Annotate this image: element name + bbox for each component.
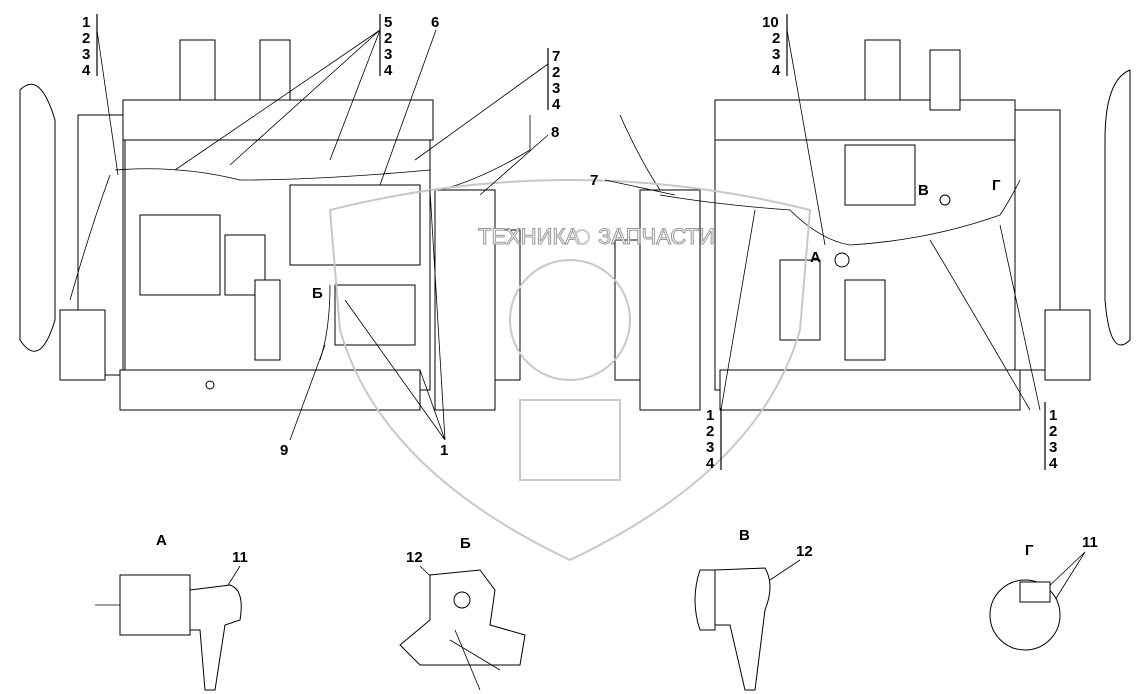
callout-label: 6 xyxy=(431,14,439,31)
gear-icon xyxy=(574,229,590,245)
callout-label: 2 xyxy=(82,30,90,47)
callout-label: 12 xyxy=(796,543,813,560)
detail-view-a: А 11 xyxy=(95,532,248,691)
callout-label: 1 xyxy=(706,407,714,424)
callout-label: 12 xyxy=(406,549,423,566)
callout-label: Г xyxy=(1025,542,1034,559)
callout-label: 2 xyxy=(384,30,392,47)
watermark: ТЕХНИКА ЗАПЧАСТИ xyxy=(328,179,812,562)
callout-label: А xyxy=(156,532,167,549)
callout-stack-10: 10 2 3 4 xyxy=(762,14,826,246)
callout-label: 2 xyxy=(1049,423,1057,440)
callout-label: 4 xyxy=(384,62,393,79)
watermark-right-text: ЗАПЧАСТИ xyxy=(598,224,715,249)
callout-label: 11 xyxy=(1082,534,1098,551)
callout-label: 3 xyxy=(706,439,714,456)
callout-label: 8 xyxy=(551,124,559,141)
callout-label: 7 xyxy=(552,48,560,65)
callout-label: 2 xyxy=(706,423,714,440)
callout-label: 4 xyxy=(552,96,561,113)
engine-left-view xyxy=(19,39,531,411)
callout-label: В xyxy=(918,182,929,199)
engine-right-view xyxy=(614,39,1131,411)
callout-label: 4 xyxy=(82,62,91,79)
callout-label: Г xyxy=(992,177,1001,194)
callout-stack-top-left: 1 2 3 4 xyxy=(82,14,119,176)
single-callouts: 6 8 7 9 1 Б А В Г xyxy=(280,14,1001,459)
callout-label: 5 xyxy=(384,14,392,31)
callout-label: 11 xyxy=(232,549,248,566)
callout-label: 3 xyxy=(82,46,90,63)
callout-label: 9 xyxy=(280,442,288,459)
fan-left xyxy=(19,83,56,352)
callout-label: 2 xyxy=(772,30,780,47)
callout-label: 1 xyxy=(82,14,90,31)
callout-label: 4 xyxy=(1049,455,1058,472)
detail-view-b: Б 12 xyxy=(399,535,526,691)
detail-view-v: В 12 xyxy=(694,527,813,691)
callout-label: 10 xyxy=(762,14,779,31)
watermark-left-text: ТЕХНИКА xyxy=(478,224,580,249)
detail-view-g: Г 11 xyxy=(989,534,1098,651)
callout-label: 3 xyxy=(1049,439,1057,456)
callout-label: Б xyxy=(460,535,471,552)
fan-right xyxy=(1104,69,1131,346)
callout-label: 3 xyxy=(552,80,560,97)
callout-label: 3 xyxy=(384,46,392,63)
callout-label: 7 xyxy=(590,172,598,189)
callout-label: 4 xyxy=(772,62,781,79)
callout-label: Б xyxy=(312,285,323,302)
callout-label: 1 xyxy=(1049,407,1057,424)
callout-label: 3 xyxy=(772,46,780,63)
callout-label: 1 xyxy=(440,442,448,459)
callout-label: 2 xyxy=(552,64,560,81)
callout-stack-5: 5 2 3 4 xyxy=(174,14,393,171)
callout-stack-bottom-mid: 1 2 3 4 xyxy=(706,209,756,472)
callout-label: А xyxy=(810,249,821,266)
callout-label: В xyxy=(739,527,750,544)
callout-stack-7: 7 2 3 4 xyxy=(414,48,561,161)
callout-label: 4 xyxy=(706,455,715,472)
callout-stack-bottom-right: 1 2 3 4 xyxy=(1044,402,1058,472)
